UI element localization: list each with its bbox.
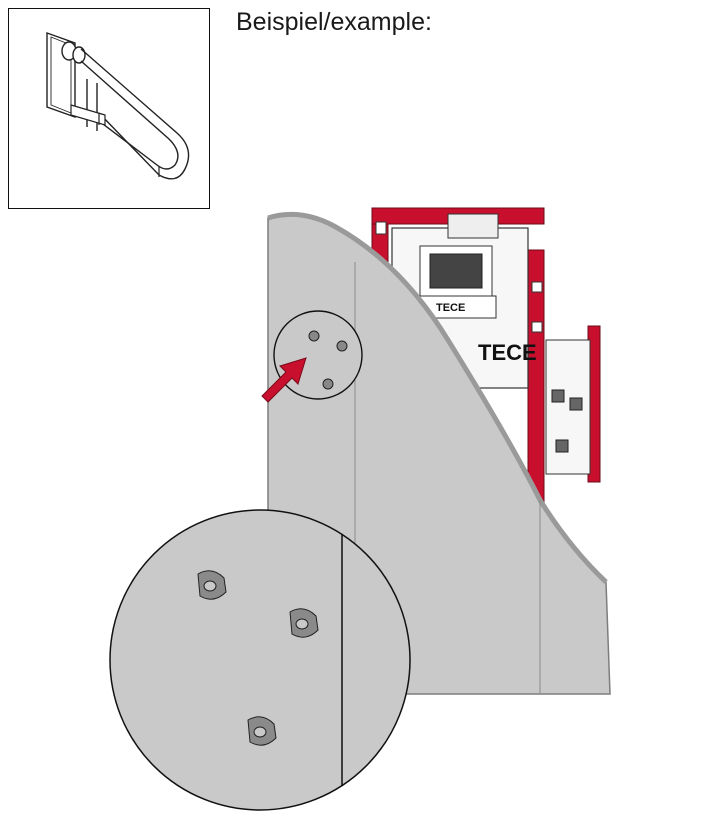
caption: Beispiel/example: — [236, 8, 432, 36]
frame-label: TECE — [478, 340, 537, 365]
grab-bar-icon — [46, 32, 190, 180]
frame-label-small: TECE — [436, 302, 465, 314]
bolt-icon — [197, 570, 319, 746]
detail-circle-large — [109, 509, 411, 811]
grab-bar-inset — [8, 8, 210, 209]
bolt-icon — [308, 330, 348, 390]
arrow-icon — [261, 357, 307, 403]
detail-circle-small — [273, 310, 363, 400]
